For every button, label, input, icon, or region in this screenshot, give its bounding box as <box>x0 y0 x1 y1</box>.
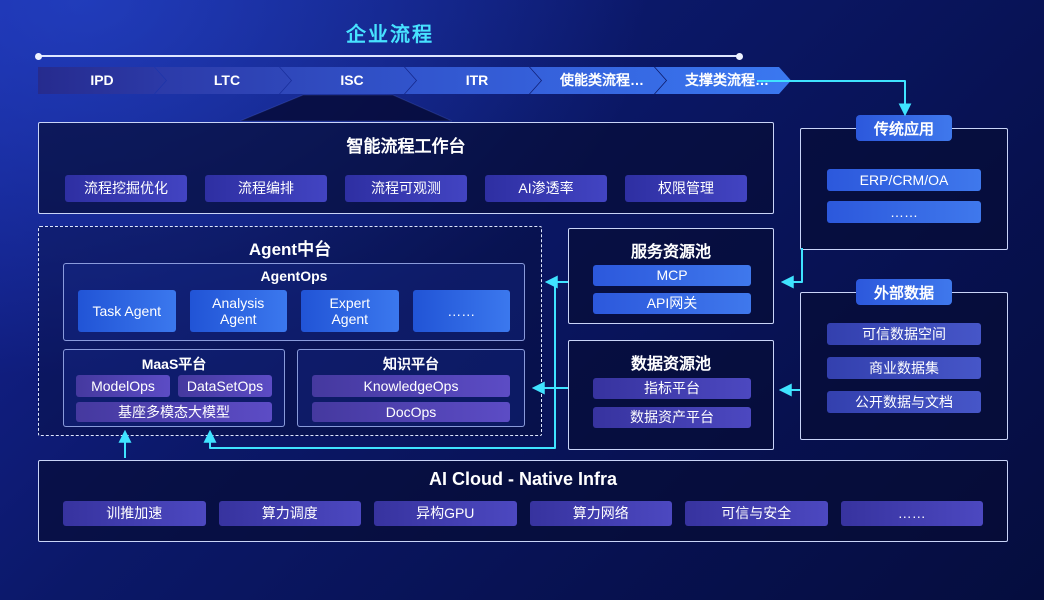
infra-btn-more: …… <box>840 501 983 526</box>
service-btn-api-gateway: API网关 <box>593 293 751 314</box>
funnel-shape <box>239 94 453 122</box>
process-chevron-strip: IPD LTC ISC ITR 使能类流程… 支撑类流程… <box>38 67 791 94</box>
infra-panel: AI Cloud - Native Infra 训推加速 算力调度 异构GPU … <box>38 460 1008 542</box>
workbench-btn-permissions: 权限管理 <box>625 175 747 202</box>
service-btn-mcp: MCP <box>593 265 751 286</box>
line-endpoint-dot-right <box>736 52 743 60</box>
external-btn-trusted-data-space: 可信数据空间 <box>827 323 981 345</box>
agent-platform-panel: Agent中台 AgentOps Task Agent Analysis Age… <box>38 226 542 436</box>
data-pool-title: 数据资源池 <box>630 356 711 373</box>
chevron-itr: ITR <box>405 67 541 94</box>
data-btn-data-assets-platform: 数据资产平台 <box>593 407 751 428</box>
workbench-btn-ai-penetration: AI渗透率 <box>485 175 607 202</box>
chevron-ltc: LTC <box>155 67 291 94</box>
maas-btn-modelops: ModelOps <box>76 375 170 397</box>
chevron-supporting-process: 支撑类流程… <box>655 67 791 94</box>
maas-btn-foundation-model: 基座多模态大模型 <box>76 402 272 422</box>
knowledge-panel: 知识平台 KnowledgeOps DocOps <box>297 349 525 427</box>
infra-btn-trusted-security: 可信与安全 <box>685 501 828 526</box>
arrow-legacy-to-service-pool <box>780 248 803 289</box>
infra-button-row: 训推加速 算力调度 异构GPU 算力网络 可信与安全 …… <box>63 501 983 526</box>
agent-btn-analysis: Analysis Agent <box>189 290 287 332</box>
workbench-btn-observability: 流程可观测 <box>345 175 467 202</box>
maas-btn-datasetops: DataSetOps <box>178 375 272 397</box>
service-pool-panel: 服务资源池 MCP API网关 <box>568 228 774 324</box>
line-endpoint-dot-left <box>35 52 42 60</box>
infra-btn-heterogeneous-gpu: 异构GPU <box>374 501 517 526</box>
chevron-ipd: IPD <box>38 67 166 94</box>
agent-btn-expert: Expert Agent <box>301 290 399 332</box>
agent-btn-task: Task Agent <box>78 290 176 332</box>
agentops-button-row: Task Agent Analysis Agent Expert Agent …… <box>78 290 510 332</box>
infra-btn-compute-scheduling: 算力调度 <box>218 501 361 526</box>
workbench-button-row: 流程挖掘优化 流程编排 流程可观测 AI渗透率 权限管理 <box>65 175 747 202</box>
infra-btn-compute-network: 算力网络 <box>529 501 672 526</box>
data-pool-panel: 数据资源池 指标平台 数据资产平台 <box>568 340 774 450</box>
agentops-panel: AgentOps Task Agent Analysis Agent Exper… <box>63 263 525 341</box>
workbench-title: 智能流程工作台 <box>346 137 466 156</box>
external-data-panel: 外部数据 可信数据空间 商业数据集 公开数据与文档 <box>800 279 1008 440</box>
chevron-isc: ISC <box>280 67 416 94</box>
infra-btn-train-infer-accel: 训推加速 <box>63 501 206 526</box>
legacy-btn-erp-crm-oa: ERP/CRM/OA <box>827 169 981 191</box>
workbench-panel: 智能流程工作台 流程挖掘优化 流程编排 流程可观测 AI渗透率 权限管理 <box>38 122 774 214</box>
agentops-title: AgentOps <box>260 268 328 284</box>
external-btn-commercial-datasets: 商业数据集 <box>827 357 981 379</box>
external-data-title: 外部数据 <box>855 279 953 305</box>
agent-platform-title: Agent中台 <box>248 240 332 259</box>
external-btn-public-data-docs: 公开数据与文档 <box>827 391 981 413</box>
chevron-enabling-process: 使能类流程… <box>530 67 666 94</box>
agent-btn-more: …… <box>412 290 510 332</box>
legacy-apps-panel: 传统应用 ERP/CRM/OA …… <box>800 115 1008 250</box>
legacy-apps-title: 传统应用 <box>855 115 953 141</box>
page-title: 企业流程 <box>346 24 434 46</box>
workbench-btn-process-mining: 流程挖掘优化 <box>65 175 187 202</box>
legacy-btn-more: …… <box>827 201 981 223</box>
maas-title: MaaS平台 <box>141 356 207 372</box>
maas-button-row: ModelOps DataSetOps <box>76 375 272 397</box>
knowledge-title: 知识平台 <box>383 356 439 372</box>
knowledge-btn-docops: DocOps <box>312 402 510 422</box>
infra-title: AI Cloud - Native Infra <box>428 469 617 489</box>
header-line <box>35 52 743 60</box>
knowledge-btn-knowledgeops: KnowledgeOps <box>312 375 510 397</box>
service-pool-title: 服务资源池 <box>630 244 711 261</box>
data-btn-metrics-platform: 指标平台 <box>593 378 751 399</box>
maas-panel: MaaS平台 ModelOps DataSetOps 基座多模态大模型 <box>63 349 285 427</box>
workbench-btn-orchestration: 流程编排 <box>205 175 327 202</box>
